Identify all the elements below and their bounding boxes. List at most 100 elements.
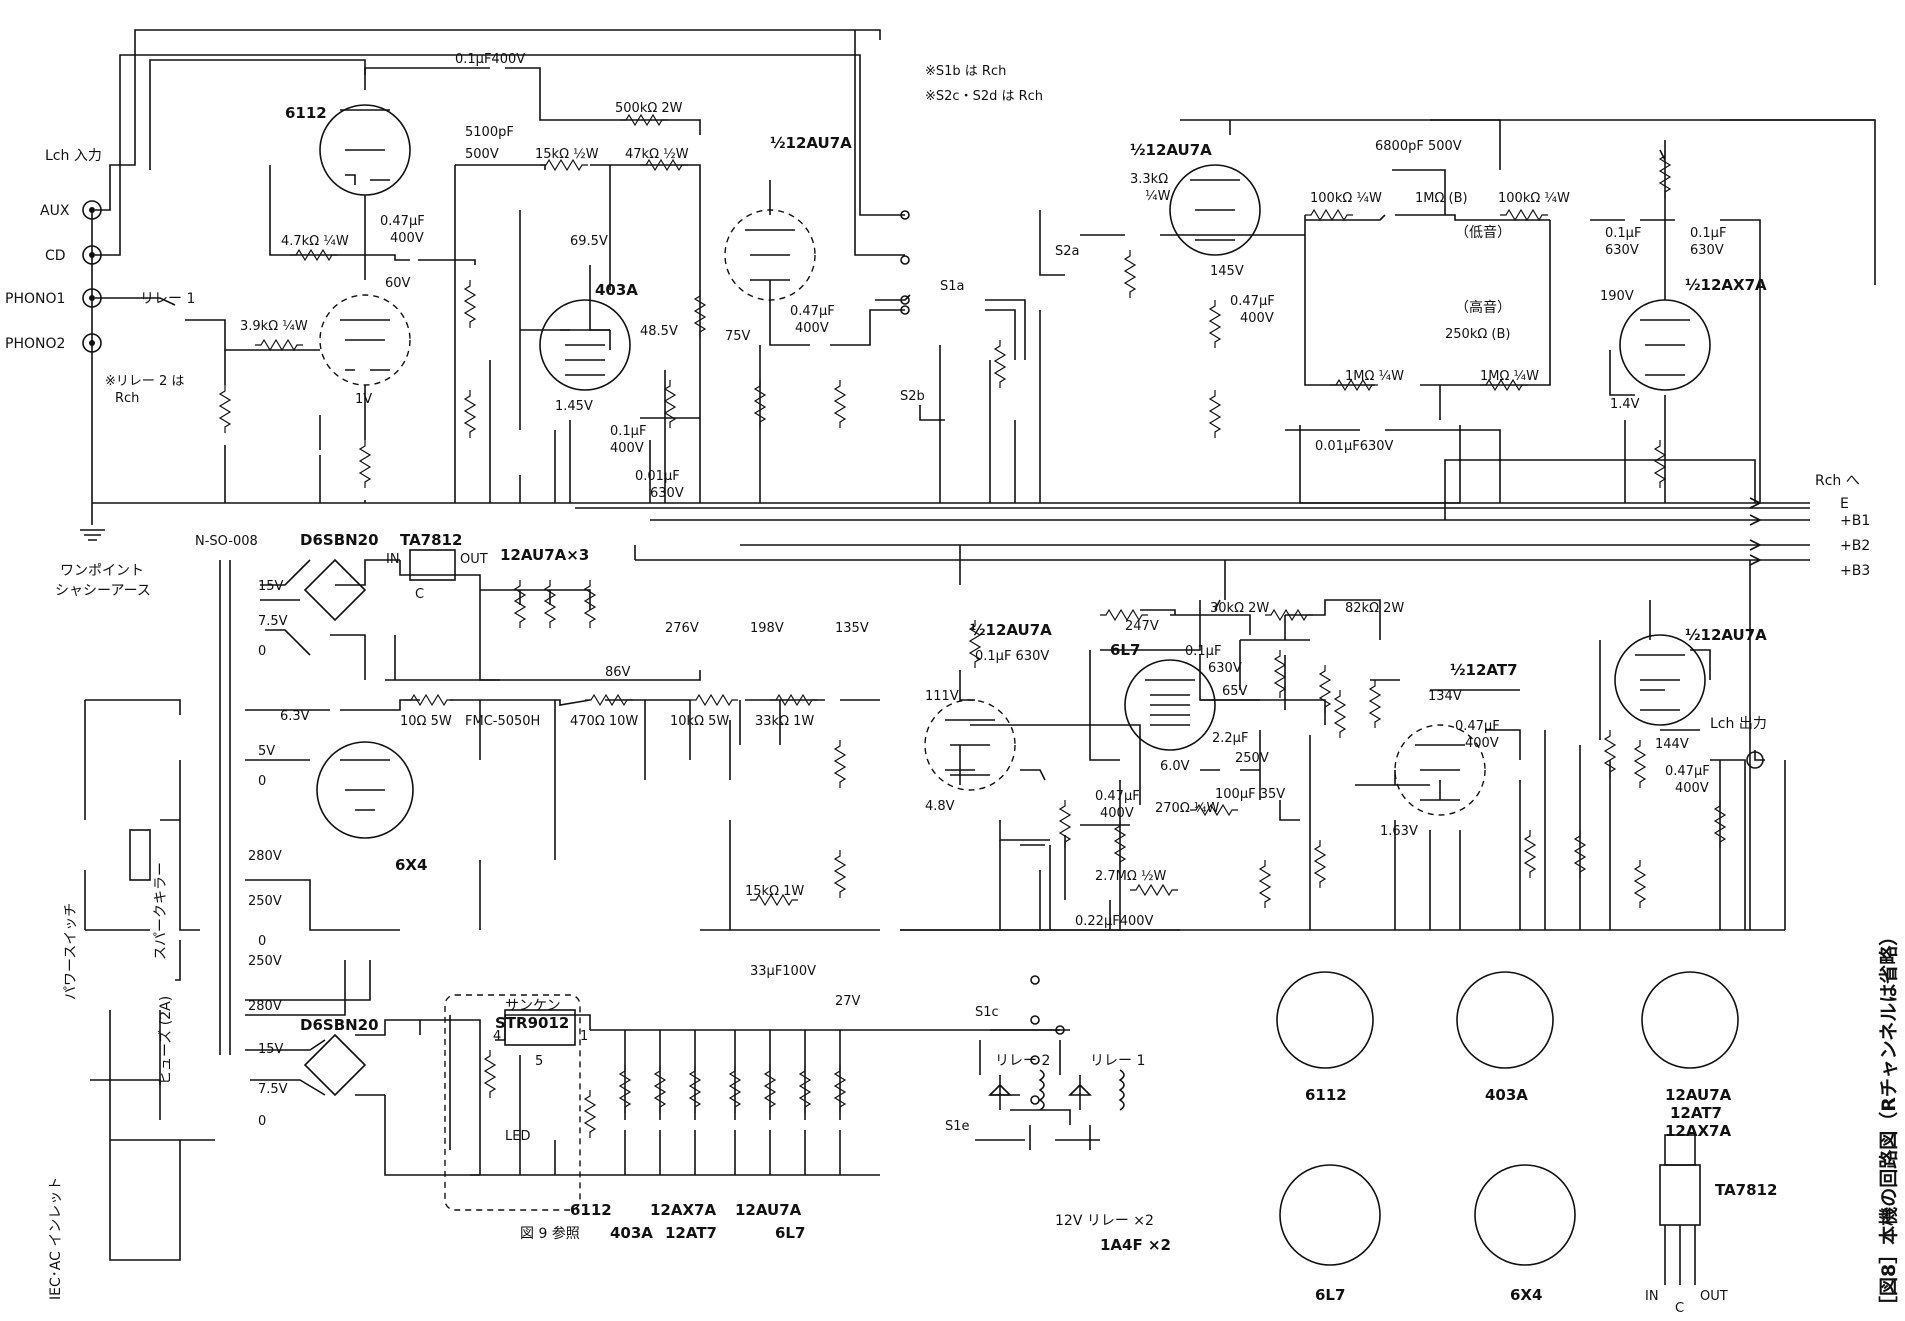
- power-supply-wiring: [84, 545, 1786, 1261]
- label-v135: 135V: [835, 621, 869, 636]
- label-out: OUT: [460, 552, 488, 567]
- label-v60b: 6.0V: [1160, 759, 1190, 774]
- heater-load-12ax7a: 12AX7A: [650, 1201, 716, 1219]
- label-heaters: 12AU7A×3: [500, 546, 589, 564]
- jack-aux-label: AUX: [40, 203, 70, 219]
- label-c047dv: 400V: [1100, 806, 1134, 821]
- jack-phono2-label: PHONO2: [5, 336, 65, 352]
- input-jacks: [82, 200, 102, 353]
- label-v48: 4.8V: [925, 799, 955, 814]
- label-c047c: 0.47μF: [1230, 294, 1275, 309]
- lch-input-title: Lch 入力: [45, 148, 102, 164]
- pinout-6l7-label: 6L7: [1315, 1286, 1345, 1304]
- label-r27m: 2.7MΩ ½W: [1095, 869, 1167, 884]
- label-v75c: 7.5V: [258, 1082, 288, 1097]
- tube-6l7: [1124, 659, 1216, 751]
- tube-12au7a-2-label: ½12AU7A: [1130, 141, 1212, 159]
- label-c047fv: 400V: [1675, 781, 1709, 796]
- label-v250: 250V: [248, 894, 282, 909]
- tube-6112-lower: [319, 294, 411, 386]
- label-c01-630c: 0.1μF: [1185, 644, 1221, 659]
- spark-killer-box: [129, 829, 151, 881]
- rail-b1-label: +B1: [1840, 513, 1870, 529]
- label-v15: 15V: [258, 579, 284, 594]
- relay2-note-b: Rch: [115, 391, 139, 406]
- label-v145b: 145V: [1210, 264, 1244, 279]
- selector-contacts: [900, 210, 1065, 1105]
- label-c6800p: 6800pF 500V: [1375, 139, 1462, 154]
- heater-load-6112: 6112: [570, 1201, 612, 1219]
- label-relay1b: リレー 1: [1090, 1053, 1145, 1069]
- pinout-12au7a: [1641, 971, 1739, 1069]
- lch-output-jack-icon: [1746, 751, 1764, 769]
- tube-403a-label: 403A: [595, 281, 638, 299]
- label-v134: 134V: [1428, 689, 1462, 704]
- heater-load-12au7a: 12AU7A: [735, 1201, 802, 1219]
- label-v14: 1.4V: [1610, 397, 1640, 412]
- rail-b3-label: +B3: [1840, 563, 1870, 579]
- tube-symbols: [316, 104, 1711, 839]
- pinout-6l7: [1279, 1164, 1381, 1266]
- label-pin4: 4: [493, 1029, 501, 1044]
- label-r270: 270Ω ¼W: [1155, 801, 1219, 816]
- label-c047bv: 400V: [795, 321, 829, 336]
- label-c047e: 0.47μF: [1455, 719, 1500, 734]
- label-r15k1w: 15kΩ 1W: [745, 884, 804, 899]
- tube-12au7a-4-label: ½12AU7A: [1685, 626, 1767, 644]
- label-v485: 48.5V: [640, 324, 678, 339]
- pinout-12at7-label: 12AT7: [1670, 1104, 1722, 1122]
- tube-12au7a-4: [1614, 634, 1706, 726]
- pinout-12ax7a-label: 12AX7A: [1665, 1122, 1731, 1140]
- label-r47k14: 4.7kΩ ¼W: [281, 234, 349, 249]
- relay-1-icon: [1068, 1069, 1125, 1111]
- label-c1: 0.1μF400V: [455, 52, 525, 67]
- label-v190: 190V: [1600, 289, 1634, 304]
- label-r82k: 82kΩ 2W: [1345, 601, 1404, 616]
- relay2-note: ※リレー 2 は: [105, 374, 184, 389]
- label-d6sbn2: D6SBN20: [300, 1016, 379, 1034]
- label-sanken: サンケン: [505, 998, 561, 1014]
- tube-6x4: [316, 741, 414, 839]
- label-v0d: 0: [258, 1114, 266, 1129]
- label-v163: 1.63V: [1380, 824, 1418, 839]
- label-v1: 1V: [355, 392, 372, 407]
- label-c01bv: 630V: [1690, 243, 1724, 258]
- rch-label: Rch へ: [1815, 473, 1860, 489]
- label-c01av: 630V: [1605, 243, 1639, 258]
- label-fmc: FMC-5050H: [465, 714, 540, 729]
- tube-12ax7a-label: ½12AX7A: [1685, 276, 1767, 294]
- pinout-ta7812-out: OUT: [1700, 1289, 1728, 1304]
- label-v144: 144V: [1655, 737, 1689, 752]
- label-pot250k: 250kΩ (B): [1445, 327, 1510, 342]
- label-c047v: 400V: [390, 231, 424, 246]
- pinout-6112: [1276, 971, 1374, 1069]
- str9012-dashed-outline: [444, 994, 581, 1211]
- label-r470: 470Ω 10W: [570, 714, 638, 729]
- label-fuse: ヒューズ (2A): [158, 996, 174, 1085]
- label-v280b: 280V: [248, 999, 282, 1014]
- jack-phono1-label: PHONO1: [5, 291, 65, 307]
- label-r33k14b: ¼W: [1145, 189, 1171, 204]
- label-c047b: 0.47μF: [790, 304, 835, 319]
- label-c047cv: 400V: [1240, 311, 1274, 326]
- label-v60: 60V: [385, 276, 411, 291]
- label-v247: 247V: [1125, 619, 1159, 634]
- label-v15b: 15V: [258, 1042, 284, 1057]
- label-r47k: 47kΩ ½W: [625, 147, 689, 162]
- rectifier-bridge-1: [303, 558, 367, 622]
- label-v0c: 0: [258, 934, 266, 949]
- tube-6l7-label: 6L7: [1110, 641, 1140, 659]
- label-c001: 0.01μF: [635, 469, 680, 484]
- label-inlet: IEC･AC インレット: [48, 1177, 64, 1300]
- label-relay-note: 12V リレー ×2: [1055, 1213, 1154, 1229]
- pinout-ta7812-label: TA7812: [1715, 1181, 1777, 1199]
- tube-6x4-label: 6X4: [395, 856, 427, 874]
- label-c: C: [415, 587, 424, 602]
- label-diode-note: 1A4F ×2: [1100, 1236, 1171, 1254]
- see-fig9-label: 図 9 参照: [520, 1225, 580, 1242]
- label-v695: 69.5V: [570, 234, 608, 249]
- label-r15k: 15kΩ ½W: [535, 147, 599, 162]
- label-pot1mb: 1MΩ (B): [1415, 191, 1468, 206]
- ground-label: ワンポイント: [60, 563, 144, 579]
